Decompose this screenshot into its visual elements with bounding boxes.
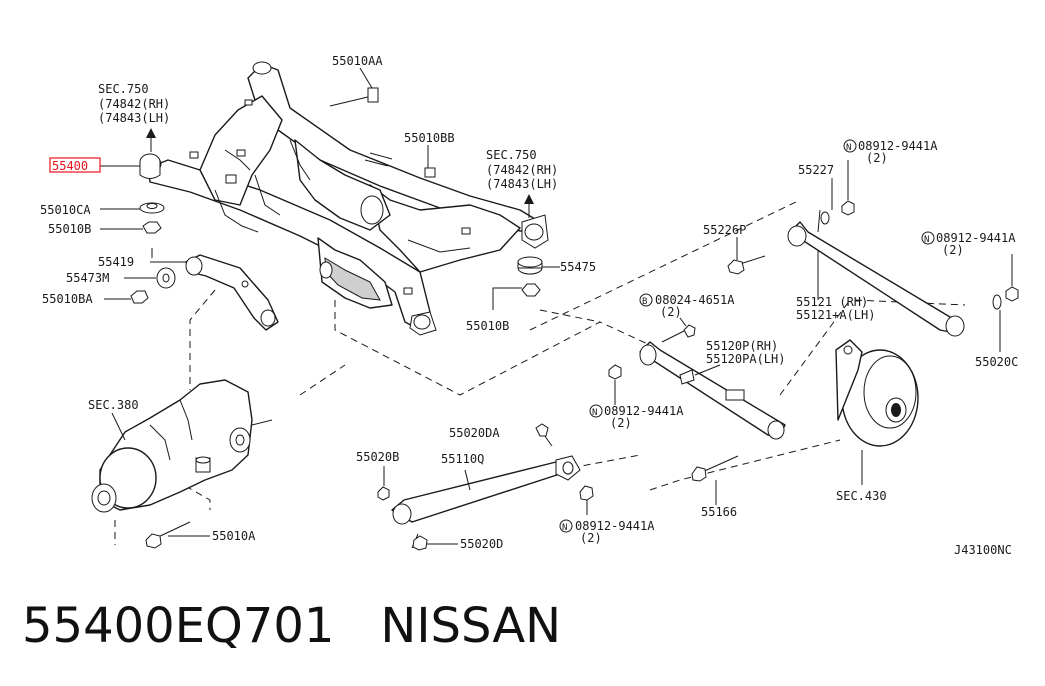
wheel-hub (835, 339, 919, 485)
nut-08912-right (1005, 254, 1019, 302)
label-55010AA: 55010AA (332, 54, 383, 68)
label-55166: 55166 (701, 505, 737, 519)
label-55120PA-lh: 55120PA(LH) (706, 352, 785, 366)
label-sec380: SEC.380 (88, 398, 139, 412)
label-08912-bottom: 08912-9441A (575, 519, 655, 533)
label-55121-lh: 55121+A(LH) (796, 308, 875, 322)
label-08024: 08024-4651A (655, 293, 735, 307)
n-symbol-top: N (846, 143, 851, 153)
nut-55010BA (104, 290, 149, 304)
label-55400[interactable]: 55400 (52, 159, 88, 173)
label-08912-mid-qty: (2) (610, 416, 632, 430)
label-55226P: 55226P (703, 223, 746, 237)
label-08912-mid: 08912-9441A (604, 404, 684, 418)
bolt-55166 (691, 455, 739, 505)
label-55010BA: 55010BA (42, 292, 93, 306)
bolt-55010AA (329, 67, 379, 107)
label-55473M: 55473M (66, 271, 109, 285)
label-55121-rh: 55121 (RH) (796, 295, 868, 309)
arm-55121 (787, 221, 965, 337)
differential (91, 379, 273, 513)
label-sec750-right: SEC.750 (486, 148, 537, 162)
label-55020C: 55020C (975, 355, 1018, 369)
link-55419 (150, 254, 279, 331)
label-sec750-left-lh: (74843(LH) (98, 111, 170, 125)
brand-name: NISSAN (380, 598, 562, 654)
label-55020DA: 55020DA (449, 426, 500, 440)
washer-55227 (820, 178, 833, 225)
label-08912-top-qty: (2) (866, 151, 888, 165)
label-08912-bottom-qty: (2) (580, 531, 602, 545)
part-number: 55400EQ701 (22, 598, 335, 654)
n-symbol-right: N (924, 235, 929, 245)
label-55010CA: 55010CA (40, 203, 91, 217)
label-55010B-left: 55010B (48, 222, 91, 236)
n-symbol-mid: N (592, 408, 597, 418)
washer-55020C (992, 294, 1002, 352)
bolt-55020DA (535, 423, 553, 447)
up-arrow-right (524, 194, 534, 218)
label-sec750-right-lh: (74843(LH) (486, 177, 558, 191)
b-symbol: B (642, 297, 647, 307)
label-55010A: 55010A (212, 529, 256, 543)
bolt-55010A (145, 521, 210, 549)
n-symbol-bottom: N (562, 523, 567, 533)
label-08024-qty: (2) (660, 305, 682, 319)
label-55419: 55419 (98, 255, 134, 269)
up-arrow-left (146, 128, 156, 152)
leader-lines (100, 165, 821, 258)
label-55020B: 55020B (356, 450, 399, 464)
highlight-box (49, 157, 101, 173)
b-badge (639, 293, 653, 307)
label-sec750-left-rh: (74842(RH) (98, 97, 170, 111)
link-55110Q (391, 455, 581, 525)
labels: SEC.750 (74842(RH) (74843(LH) 55400 5501… (40, 54, 1018, 551)
label-08912-right-qty: (2) (942, 243, 964, 257)
part-caption: 55400EQ701 NISSAN (22, 598, 561, 654)
bolt-08024 (661, 317, 696, 343)
label-08912-right: 08912-9441A (936, 231, 1016, 245)
label-55020D: 55020D (460, 537, 503, 551)
n-badge-mid (589, 404, 603, 418)
nut-08912-mid (608, 364, 622, 405)
rear-subframe (139, 61, 549, 336)
label-sec430: SEC.430 (836, 489, 887, 503)
n-badge-top (843, 139, 857, 153)
label-55475: 55475 (560, 260, 596, 274)
label-sec750-left: SEC.750 (98, 82, 149, 96)
drawing-code: J43100NC (954, 543, 1012, 557)
bolt-55226P (727, 237, 766, 275)
nut-55010B-left (100, 221, 162, 234)
label-55120P-rh: 55120P(RH) (706, 339, 778, 353)
n-badge-bottom (559, 519, 573, 533)
label-08912-top: 08912-9441A (858, 139, 938, 153)
label-sec750-right-rh: (74842(RH) (486, 163, 558, 177)
nut-08912-bottom (579, 485, 594, 515)
washer-55010CA (100, 202, 165, 214)
n-badge-right (921, 231, 935, 245)
studs-center (364, 145, 436, 178)
label-55010B-center: 55010B (466, 319, 509, 333)
label-55227: 55227 (798, 163, 834, 177)
nut-55010B-center (492, 283, 541, 310)
bolt-55020D (411, 533, 458, 551)
label-55110Q: 55110Q (441, 452, 484, 466)
label-55010BB: 55010BB (404, 131, 455, 145)
arm-55120P (639, 341, 786, 440)
nut-08912-top (841, 160, 855, 216)
washer-55473M (124, 267, 176, 289)
nut-55020B (377, 466, 390, 501)
bushing-55475 (517, 256, 560, 275)
